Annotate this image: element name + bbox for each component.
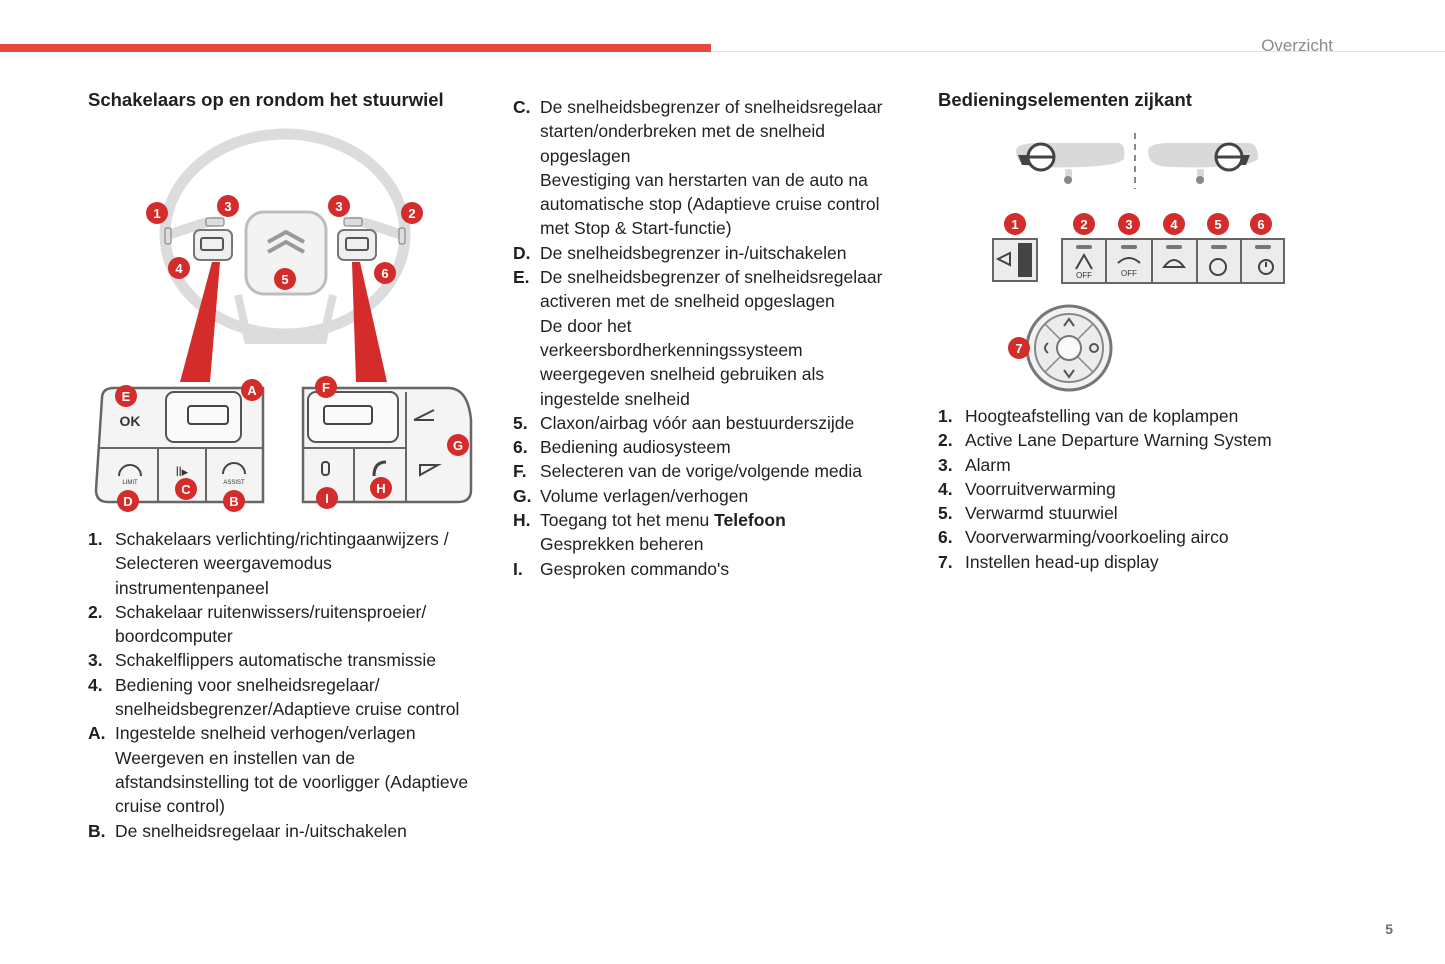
list-item: I.Gesproken commando's [513,558,730,579]
header-rule [711,51,1445,52]
pad-badges: E A D C B F G I H [115,376,469,512]
steering-heading: Schakelaars op en rondom het stuurwiel [88,89,444,110]
list-item: 3.Alarm [938,454,1011,475]
side-controls-diagram: OFF OFF 1 2 3 4 5 6 7 [992,133,1285,392]
svg-text:E: E [122,389,131,404]
dashboard-rhd-icon [1148,142,1258,184]
svg-text:B: B [229,494,238,509]
volume-down-icon [419,464,442,477]
svg-text:OFF: OFF [1121,269,1137,278]
stalk-right [398,227,406,245]
list-item: 6.Bediening audiosysteem [513,437,731,458]
svg-text:6: 6 [1257,217,1264,232]
headlamp-icon [995,251,1011,267]
alarm-icon [1117,257,1141,264]
wheel-right-pad [337,229,377,261]
list-item: 2.Active Lane Departure Warning System [938,430,1272,451]
leader-beam-right [352,262,387,382]
brightness-icon [1089,343,1099,353]
side-heading: Bedieningselementen zijkant [938,89,1192,110]
svg-text:1: 1 [1011,217,1018,232]
leader-beam-left [180,262,220,382]
svg-text:5: 5 [1214,217,1221,232]
svg-text:H: H [376,481,385,496]
steering-list: 1.Schakelaars verlichting/richtingaanwij… [88,527,468,843]
section-title: Overzicht [1261,36,1333,55]
arrow-up-icon [1063,317,1075,327]
right-control-pad [301,386,473,504]
left-control-pad: OK LIMIT ll▸ ASSIST [94,386,265,504]
svg-text:6: 6 [381,266,388,281]
svg-text:F: F [322,380,330,395]
svg-text:OFF: OFF [1076,271,1092,280]
wheel-lower [234,294,337,344]
phone-icon [372,460,387,477]
svg-text:4: 4 [175,261,183,276]
svg-text:D: D [123,494,132,509]
list-item: 5.Claxon/airbag vóór aan bestuurderszijd… [513,412,855,433]
svg-text:A: A [247,383,257,398]
svg-text:LIMIT: LIMIT [122,480,138,486]
svg-text:2: 2 [1080,217,1087,232]
side-badges: 1 2 3 4 5 6 [1004,213,1272,235]
windscreen-heating-icon [1162,259,1186,268]
svg-text:3: 3 [224,199,231,214]
stalk-left [164,227,172,245]
paddle-left [205,217,225,227]
svg-text:C: C [181,482,191,497]
svg-text:1: 1 [153,206,160,221]
side-list: 1.Hoogteafstelling van de koplampen 2.Ac… [938,404,1272,574]
list-item: 4.Bediening voor snelheidsregelaar/snelh… [88,674,460,720]
svg-text:OK: OK [120,413,141,429]
microphone-icon [321,461,330,476]
list-item: 1.Schakelaars verlichting/richtingaanwij… [88,529,449,598]
list-item: D.De snelheidsbegrenzer in-/uitschakelen [513,242,847,263]
page-number: 5 [1385,921,1393,937]
wheel-left-pad [193,229,233,261]
svg-text:3: 3 [1125,217,1132,232]
chevron-logo-icon [267,229,305,254]
lane-departure-icon [1075,252,1093,270]
volume-up-icon [413,409,435,421]
svg-text:G: G [453,438,463,453]
header-accent-bar [0,44,711,52]
svg-text:3: 3 [335,199,342,214]
list-item: C.De snelheidsbegrenzer of snelheidsrege… [513,97,883,239]
paddle-right [343,217,363,227]
svg-text:7: 7 [1015,341,1022,356]
list-item: 5.Verwarmd stuurwiel [938,503,1118,524]
headlamp-level-switch [992,238,1038,282]
night-mode-icon [1044,342,1049,354]
middle-list: C.De snelheidsbegrenzer of snelheidsrege… [513,95,882,581]
list-item: 2.Schakelaar ruitenwissers/ruitensproeie… [88,601,427,647]
wheel-badges: 1 3 3 2 4 5 6 [146,195,423,290]
list-item: 7.Instellen head-up display [938,551,1159,572]
list-item: 3.Schakelflippers automatische transmiss… [88,650,436,671]
menu-name-telefoon: Telefoon [714,510,786,531]
dashboard-lhd-icon [1016,142,1125,184]
wheel-hub [244,210,328,296]
svg-text:4: 4 [1170,217,1178,232]
arrow-down-icon [1063,369,1075,379]
list-item: E.De snelheidsbegrenzer of snelheidsrege… [513,267,883,409]
head-up-display-dial: 7 [1008,304,1113,392]
preconditioning-icon [1258,259,1274,275]
list-item: 6.Voorverwarming/voorkoeling airco [938,527,1229,548]
button-strip: OFF OFF [1061,238,1285,284]
svg-text:2: 2 [408,206,415,221]
list-item: 4.Voorruitverwarming [938,478,1116,499]
svg-text:I: I [325,491,329,506]
svg-text:5: 5 [281,272,288,287]
steering-wheel-diagram: 1 3 3 2 4 5 6 OK LIMIT ll▸ ASSIST [94,128,473,512]
list-item: 1.Hoogteafstelling van de koplampen [938,406,1239,426]
svg-text:ll▸: ll▸ [176,464,189,479]
heated-wheel-icon [1209,258,1227,276]
list-item: F.Selecteren van de vorige/volgende medi… [513,461,863,482]
svg-text:ASSIST: ASSIST [223,480,245,486]
list-item: G.Volume verlagen/verhogen [513,485,749,506]
list-item: B.De snelheidsregelaar in-/uitschakelen [88,820,407,841]
